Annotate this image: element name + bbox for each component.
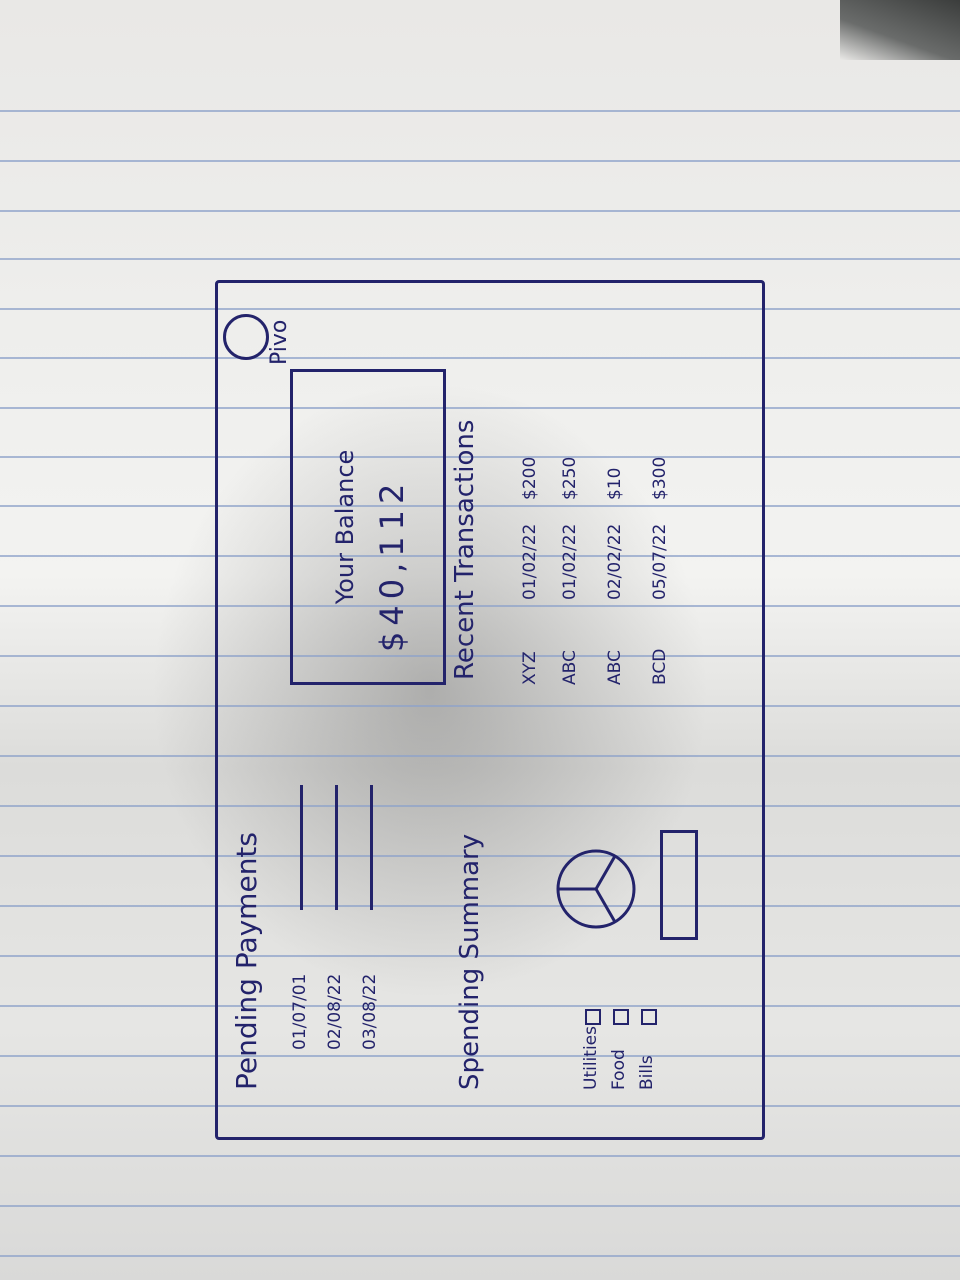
legend-checkbox[interactable] [585, 1009, 601, 1025]
transaction-amount: $10 [605, 467, 625, 500]
notebook-rule [0, 755, 960, 757]
background-corner [840, 0, 960, 60]
balance-title: Your Balance [331, 449, 359, 605]
notebook-rule [0, 1155, 960, 1157]
notebook-rule [0, 160, 960, 162]
transaction-date: 05/07/22 [650, 523, 670, 600]
pending-payment-line [370, 785, 373, 910]
pending-payment-date: 01/07/01 [290, 973, 310, 1050]
pending-payment-date: 03/08/22 [360, 973, 380, 1050]
transaction-name: ABC [605, 650, 625, 685]
legend-label: Bills [637, 1055, 657, 1090]
recent-transactions-title: Recent Transactions [450, 419, 480, 680]
pending-payment-date: 02/08/22 [325, 973, 345, 1050]
transaction-name: XYZ [520, 651, 540, 685]
photo-shadow [150, 380, 710, 1000]
pending-payment-line [335, 785, 338, 910]
pie-slice-divider [594, 855, 617, 890]
notebook-rule [0, 407, 960, 409]
transaction-amount: $250 [560, 456, 580, 500]
notebook-rule [0, 605, 960, 607]
spending-summary-title: Spending Summary [455, 833, 485, 1090]
transaction-date: 01/02/22 [520, 523, 540, 600]
notebook-rule [0, 1205, 960, 1207]
notebook-rule [0, 357, 960, 359]
notebook-rule [0, 210, 960, 212]
notebook-rule [0, 308, 960, 310]
transaction-amount: $200 [520, 456, 540, 500]
summary-action-button[interactable] [660, 830, 698, 940]
pending-payment-line [300, 785, 303, 910]
notebook-rule [0, 258, 960, 260]
notebook-rule [0, 110, 960, 112]
notebook-rule [0, 555, 960, 557]
notebook-rule [0, 855, 960, 857]
transaction-amount: $300 [650, 456, 670, 500]
balance-amount: $40,112 [373, 477, 411, 652]
pie-slice-divider [594, 888, 617, 923]
notebook-rule [0, 905, 960, 907]
notebook-rule [0, 655, 960, 657]
transaction-name: ABC [560, 650, 580, 685]
app-name: Pivo [267, 319, 292, 365]
transaction-name: BCD [650, 648, 670, 685]
wireframe-sheet: Pivo Your Balance $40,112 Recent Transac… [215, 280, 765, 1140]
notebook-rule [0, 1055, 960, 1057]
legend-checkbox[interactable] [613, 1009, 629, 1025]
notebook-rule [0, 805, 960, 807]
notebook-rule [0, 505, 960, 507]
transaction-date: 01/02/22 [560, 523, 580, 600]
balance-card: Your Balance $40,112 [290, 369, 446, 685]
legend-label: Food [609, 1049, 629, 1090]
pending-payments-title: Pending Payments [230, 831, 263, 1090]
notebook-rule [0, 955, 960, 957]
legend-label: Utilities [581, 1026, 601, 1090]
legend-checkbox[interactable] [641, 1009, 657, 1025]
logo-icon[interactable] [223, 314, 269, 360]
notebook-rule [0, 1105, 960, 1107]
transaction-date: 02/02/22 [605, 523, 625, 600]
notebook-rule [0, 1255, 960, 1257]
spending-pie-chart [556, 849, 636, 929]
notebook-rule [0, 456, 960, 458]
notebook-rule [0, 705, 960, 707]
notebook-rule [0, 1005, 960, 1007]
